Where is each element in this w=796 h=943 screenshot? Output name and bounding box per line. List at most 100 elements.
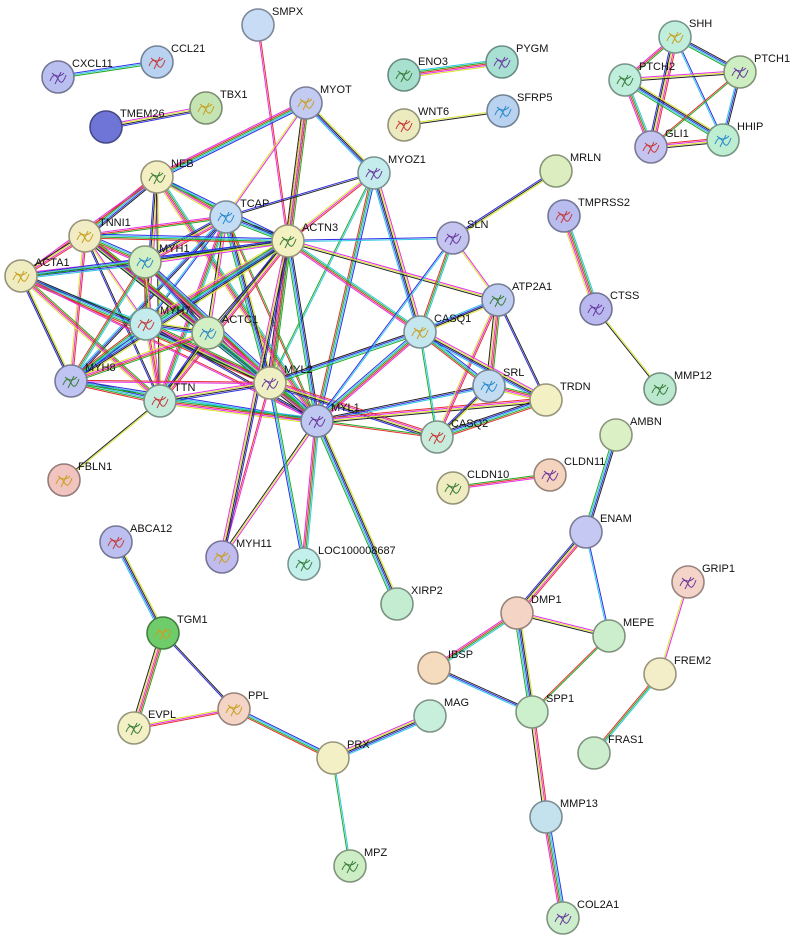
node-shh[interactable]: SHH xyxy=(658,18,712,54)
node-label: LOC100008687 xyxy=(318,545,396,557)
node-tnni1[interactable]: TNNI1 xyxy=(68,217,131,253)
edge-strand xyxy=(220,240,288,557)
node-smpx[interactable]: SMPX xyxy=(241,6,304,42)
node-dmp1[interactable]: DMP1 xyxy=(500,594,562,630)
node-cldn11[interactable]: CLDN11 xyxy=(533,456,605,492)
node-spp1[interactable]: SPP1 xyxy=(515,693,574,729)
node-col2a1[interactable]: COL2A1 xyxy=(546,899,619,935)
node-ptch1[interactable]: PTCH1 xyxy=(723,53,790,89)
node-tcap[interactable]: TCAP xyxy=(209,198,269,234)
node-loc100008687[interactable]: LOC100008687 xyxy=(287,545,396,581)
node-wnt6[interactable]: WNT6 xyxy=(387,106,449,142)
protein-structure-icon xyxy=(148,56,166,70)
node-label: PPL xyxy=(248,690,269,702)
node-mpz[interactable]: MPZ xyxy=(333,847,388,883)
edge-strand xyxy=(156,101,306,177)
node-myoz1[interactable]: MYOZ1 xyxy=(357,154,426,190)
node-circle[interactable] xyxy=(569,515,603,549)
node-atp2a1[interactable]: ATP2A1 xyxy=(481,281,552,317)
edge-strand xyxy=(220,382,270,557)
node-circle[interactable] xyxy=(380,587,414,621)
node-ptch2[interactable]: PTCH2 xyxy=(608,61,675,97)
node-gli1[interactable]: GLI1 xyxy=(634,128,689,164)
protein-structure-icon xyxy=(666,31,684,45)
node-hhip[interactable]: HHIP xyxy=(706,121,763,157)
node-myl1[interactable]: MYL1 xyxy=(300,402,360,438)
node-ibsp[interactable]: IBSP xyxy=(417,649,473,685)
node-circle[interactable] xyxy=(417,651,451,685)
node-tmprss2[interactable]: TMPRSS2 xyxy=(547,197,630,233)
node-mmp13[interactable]: MMP13 xyxy=(529,798,598,834)
node-grip1[interactable]: GRIP1 xyxy=(671,563,735,599)
node-mmp12[interactable]: MMP12 xyxy=(643,370,712,406)
node-tbx1[interactable]: TBX1 xyxy=(189,89,248,125)
node-circle[interactable] xyxy=(529,383,563,417)
node-ppl[interactable]: PPL xyxy=(217,690,269,726)
node-abca12[interactable]: ABCA12 xyxy=(99,523,172,559)
edge-strand xyxy=(84,216,227,237)
node-actc1[interactable]: ACTC1 xyxy=(191,314,258,350)
node-mrln[interactable]: MRLN xyxy=(539,152,601,188)
node-neb[interactable]: NEB xyxy=(140,158,194,194)
node-pygm[interactable]: PYGM xyxy=(485,43,548,79)
node-mag[interactable]: MAG xyxy=(413,697,469,733)
node-circle[interactable] xyxy=(599,418,633,452)
node-fbln1[interactable]: FBLN1 xyxy=(47,461,112,497)
node-prx[interactable]: PRX xyxy=(316,739,370,775)
node-ccl21[interactable]: CCL21 xyxy=(140,43,205,79)
node-myot[interactable]: MYOT xyxy=(289,84,352,120)
node-frem2[interactable]: FREM2 xyxy=(643,655,711,691)
node-mepe[interactable]: MEPE xyxy=(592,617,654,653)
node-myh1[interactable]: MYH1 xyxy=(128,243,190,279)
node-tgm1[interactable]: TGM1 xyxy=(146,614,208,650)
node-cxcl11[interactable]: CXCL11 xyxy=(41,58,113,94)
edge-strand xyxy=(226,103,307,218)
protein-structure-icon xyxy=(297,97,315,111)
edge-smpx-actn3 xyxy=(256,24,290,242)
node-label: CASQ2 xyxy=(451,418,488,430)
node-circle[interactable] xyxy=(643,657,677,691)
node-casq2[interactable]: CASQ2 xyxy=(420,418,488,454)
node-ambn[interactable]: AMBN xyxy=(599,416,662,452)
node-xirp2[interactable]: XIRP2 xyxy=(380,585,443,621)
node-circle[interactable] xyxy=(539,154,573,188)
node-sln[interactable]: SLN xyxy=(436,219,488,255)
node-srl[interactable]: SRL xyxy=(472,367,524,403)
edge-strand xyxy=(222,421,319,559)
node-circle[interactable] xyxy=(413,699,447,733)
node-sfrp5[interactable]: SFRP5 xyxy=(486,92,552,128)
edge-strand xyxy=(419,332,546,402)
node-actn3[interactable]: ACTN3 xyxy=(271,222,338,258)
node-myh7[interactable]: MYH7 xyxy=(129,305,191,341)
node-casq1[interactable]: CASQ1 xyxy=(403,313,471,349)
protein-structure-icon xyxy=(494,105,512,119)
node-circle[interactable] xyxy=(500,596,534,630)
node-evpl[interactable]: EVPL xyxy=(117,709,176,745)
node-circle[interactable] xyxy=(241,8,275,42)
node-myh8[interactable]: MYH8 xyxy=(54,362,116,398)
node-circle[interactable] xyxy=(577,736,611,770)
node-eno3[interactable]: ENO3 xyxy=(387,56,448,92)
node-fras1[interactable]: FRAS1 xyxy=(577,734,643,770)
node-label: ABCA12 xyxy=(130,523,172,535)
node-circle[interactable] xyxy=(529,800,563,834)
node-circle[interactable] xyxy=(592,619,626,653)
edge-strand xyxy=(160,241,290,403)
edge-strand xyxy=(434,666,533,712)
edge-prx-mag xyxy=(331,712,432,762)
edge-myl1-casq1 xyxy=(314,329,423,424)
node-cldn10[interactable]: CLDN10 xyxy=(436,469,509,505)
node-circle[interactable] xyxy=(89,110,123,144)
node-tmem26[interactable]: TMEM26 xyxy=(89,108,165,144)
node-enam[interactable]: ENAM xyxy=(569,513,632,549)
node-acta1[interactable]: ACTA1 xyxy=(4,257,70,293)
node-ttn[interactable]: TTN xyxy=(143,382,195,418)
edge-strand xyxy=(519,612,536,712)
node-myl2[interactable]: MYL2 xyxy=(253,364,313,400)
node-ctss[interactable]: CTSS xyxy=(579,290,639,326)
node-trdn[interactable]: TRDN xyxy=(529,381,591,417)
node-circle[interactable] xyxy=(515,695,549,729)
node-circle[interactable] xyxy=(316,741,350,775)
edge-casq1-trdn xyxy=(418,329,548,403)
node-myh11[interactable]: MYH11 xyxy=(205,538,272,574)
